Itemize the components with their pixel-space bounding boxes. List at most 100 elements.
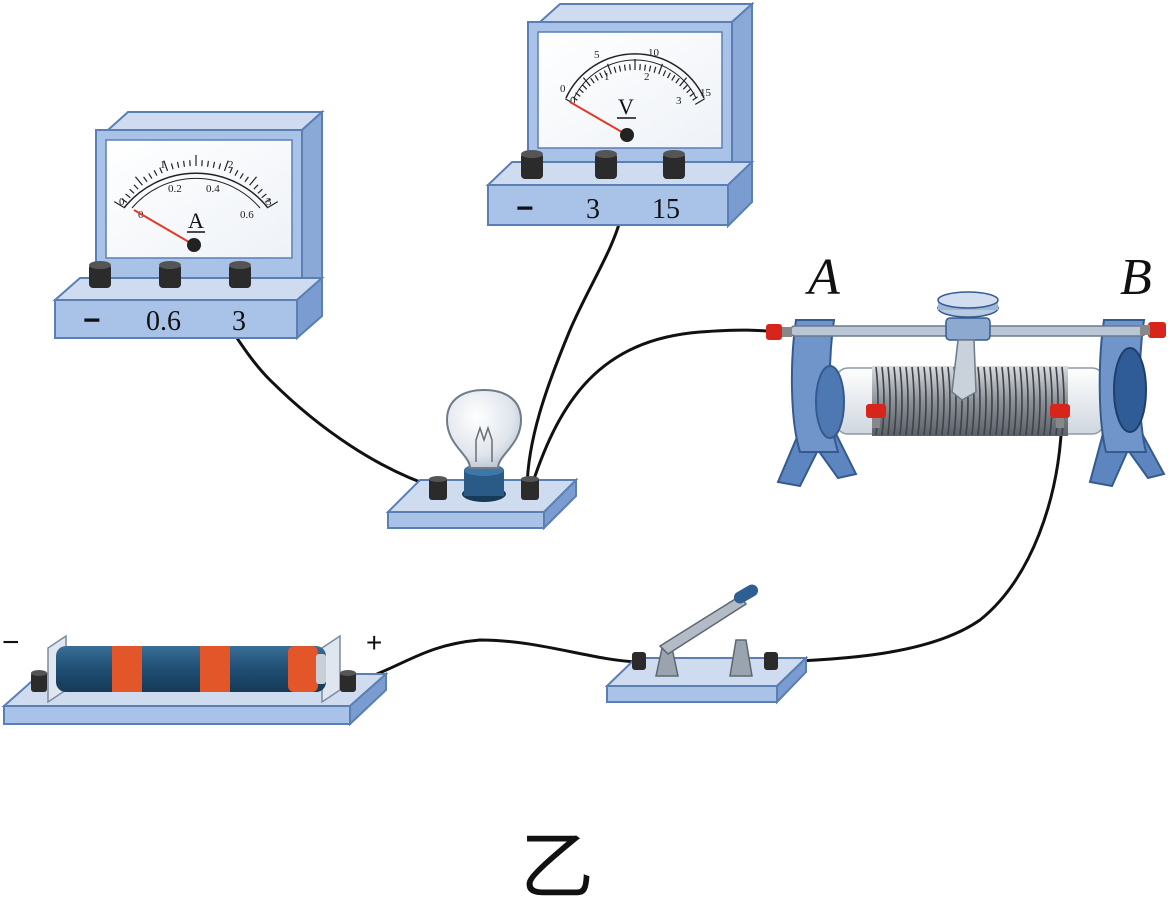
voltmeter-terminal-15[interactable] <box>663 150 685 179</box>
scale-tick <box>667 72 671 79</box>
scale-tick <box>603 70 608 77</box>
coil-winding <box>977 366 981 436</box>
rheostat-terminal-b[interactable] <box>1140 322 1166 338</box>
ammeter-outer-3: 3 <box>266 196 272 208</box>
coil-winding <box>881 366 885 436</box>
scale-tick <box>658 63 664 75</box>
ammeter-ticks <box>113 155 279 208</box>
coil-winding <box>1031 366 1035 436</box>
ammeter-terminal-neg[interactable] <box>89 261 111 288</box>
knife-switch <box>604 582 809 705</box>
rheostat-end-right-ring <box>1113 347 1147 433</box>
coil-winding <box>1007 366 1011 436</box>
bulb-glass <box>445 388 523 469</box>
scale-tick <box>218 163 222 170</box>
voltmeter-label-15: 15 <box>652 194 680 225</box>
coil-winding <box>1025 366 1029 436</box>
scale-tick <box>113 201 125 208</box>
coil-winding <box>929 366 933 436</box>
battery-label-neg: − <box>2 626 20 659</box>
voltmeter-label-3: 3 <box>586 194 600 225</box>
coil-winding <box>887 366 891 436</box>
coil-winding <box>923 366 927 436</box>
light-bulb <box>385 388 579 531</box>
voltmeter-outer-10: 10 <box>648 47 660 59</box>
voltmeter: 0 5 10 15 0 1 2 3 V − 3 15 <box>485 1 755 229</box>
bulb-filament <box>475 425 493 462</box>
switch-terminal-right[interactable] <box>764 652 778 670</box>
figure-caption: 乙 <box>520 825 594 908</box>
battery-cap <box>316 654 326 684</box>
scale-tick <box>253 184 259 190</box>
voltmeter-inner-1: 1 <box>604 71 610 83</box>
rheostat-terminal-a[interactable] <box>766 324 792 340</box>
ammeter-outer-0: 0 <box>119 196 125 208</box>
ammeter-inner-2: 0.4 <box>206 183 220 195</box>
scale-tick <box>206 160 209 167</box>
scale-tick <box>671 75 676 81</box>
battery-cells <box>56 646 326 692</box>
voltmeter-terminal-3[interactable] <box>595 150 617 179</box>
scale-tick <box>613 66 617 73</box>
scale-tick <box>594 75 599 81</box>
scale-tick <box>170 163 174 170</box>
coil-winding <box>911 366 915 436</box>
voltmeter-label-neg: − <box>516 192 534 225</box>
voltmeter-ticks <box>564 59 706 105</box>
bulb-terminal-right[interactable] <box>521 476 539 500</box>
rheostat-label-b: B <box>1120 249 1152 306</box>
scale-tick <box>606 63 612 75</box>
ammeter-case-side <box>301 109 323 302</box>
coil-winding <box>1019 366 1023 436</box>
coil-winding <box>1055 366 1059 436</box>
scale-tick <box>694 98 706 105</box>
ammeter: 0 1 2 3 0 0.2 0.4 0.6 A − 0.6 3 <box>52 109 325 341</box>
bulb-terminal-left[interactable] <box>429 476 447 500</box>
scale-tick <box>244 176 249 183</box>
scale-tick <box>582 84 588 90</box>
switch-blade[interactable] <box>658 582 760 655</box>
coil-winding <box>1061 366 1065 436</box>
scale-tick <box>143 176 148 183</box>
rheostat-slider[interactable] <box>937 291 999 401</box>
coil-winding <box>905 366 909 436</box>
switch-terminal-left[interactable] <box>632 652 646 670</box>
battery-base-front <box>3 705 351 725</box>
voltmeter-inner-0: 0 <box>570 95 576 107</box>
battery-terminal-pos[interactable] <box>340 670 356 692</box>
coil-winding <box>1037 366 1041 436</box>
scale-tick <box>267 201 279 208</box>
scale-tick <box>257 188 263 194</box>
scale-tick <box>153 170 158 176</box>
coil-winding <box>995 366 999 436</box>
rheostat-terminal-d[interactable] <box>1050 404 1070 428</box>
coil-winding <box>1013 366 1017 436</box>
ammeter-inner-1: 0.2 <box>168 183 182 195</box>
scale-tick <box>689 92 695 97</box>
ammeter-terminal-0-6[interactable] <box>159 261 181 288</box>
coil-winding <box>935 366 939 436</box>
ammeter-scale-arc <box>123 172 269 209</box>
coil-winding <box>1001 366 1005 436</box>
voltmeter-terminal-neg[interactable] <box>521 150 543 179</box>
voltmeter-inner-2: 2 <box>644 71 650 83</box>
ammeter-case-top <box>105 111 325 131</box>
ammeter-label-0-6: 0.6 <box>146 306 181 337</box>
ammeter-dial-face <box>105 139 293 259</box>
bulb-base-front <box>387 511 545 529</box>
voltmeter-inner-3: 3 <box>676 95 682 107</box>
voltmeter-outer-5: 5 <box>594 49 600 61</box>
battery-terminal-neg[interactable] <box>31 670 47 692</box>
scale-tick <box>163 160 169 172</box>
scale-tick <box>223 160 229 172</box>
scale-tick <box>644 64 647 71</box>
voltmeter-outer-15: 15 <box>700 87 712 99</box>
ammeter-terminal-3[interactable] <box>229 261 251 288</box>
rheostat-end-left-ring <box>815 365 845 439</box>
scale-tick <box>249 176 258 186</box>
wire-bulb-to-rheostat-a <box>530 328 778 487</box>
battery-band-3 <box>288 646 318 692</box>
rheostat-terminal-c[interactable] <box>866 404 886 428</box>
ammeter-label-3: 3 <box>232 306 246 337</box>
voltmeter-pivot <box>620 128 634 142</box>
